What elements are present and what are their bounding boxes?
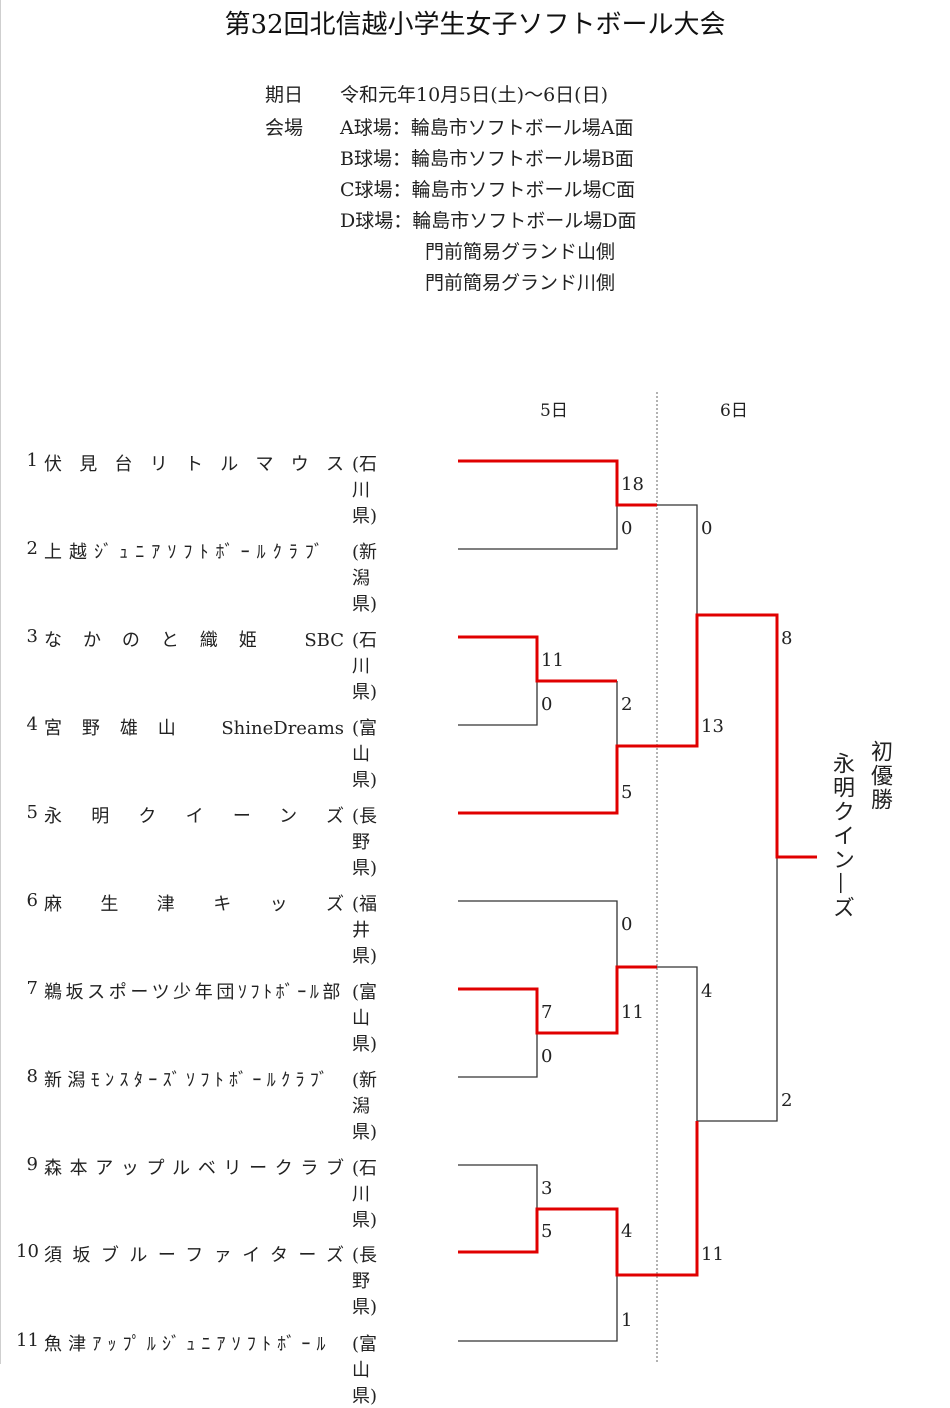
bracket-line <box>458 681 538 726</box>
page-border <box>0 0 1 1364</box>
team-prefecture: (富山県) <box>352 718 378 791</box>
venue-item: 門前簡易グランド川側 <box>425 272 616 294</box>
bracket-line-winner <box>458 459 657 507</box>
score-label: 2 <box>621 694 633 715</box>
tournament-bracket <box>458 392 817 1364</box>
team-number: 2 <box>26 538 38 559</box>
score-label: 11 <box>621 1002 644 1023</box>
score-label: 18 <box>621 474 644 495</box>
score-label: 4 <box>701 981 713 1002</box>
score-label: 8 <box>781 628 793 649</box>
page-title: 第32回北信越小学生女子ソフトボール大会 <box>224 10 726 40</box>
team-number: 11 <box>16 1330 39 1351</box>
team-prefecture: (富山県) <box>352 1334 378 1407</box>
team-prefecture: (石川県) <box>352 454 378 527</box>
score-label: 0 <box>541 1046 553 1067</box>
team-prefecture: (石川県) <box>352 1158 378 1231</box>
team-number: 3 <box>26 626 38 647</box>
venue-label: 会場 <box>265 117 304 139</box>
score-label: 4 <box>621 1221 633 1242</box>
team-name: 永明クイーンズ <box>44 806 344 827</box>
bracket-line <box>697 857 778 1122</box>
team-name: 麻生津キッズ <box>44 894 344 915</box>
score-label: 7 <box>541 1002 553 1023</box>
score-label: 2 <box>781 1090 793 1111</box>
team-name: 魚津ｱｯﾌﾟﾙｼﾞｭﾆｱｿﾌﾄﾎﾞｰﾙ <box>44 1334 332 1355</box>
team-name: 上越ｼﾞｭﾆｱｿﾌﾄﾎﾞｰﾙｸﾗﾌﾞ <box>44 542 330 563</box>
score-label: 11 <box>541 650 564 671</box>
team-prefecture: (福井県) <box>352 894 378 967</box>
score-label: 0 <box>541 694 553 715</box>
team-name: 鵜坂スポーツ少年団ｿﾌﾄﾎﾞｰﾙ部 <box>44 982 344 1003</box>
score-label: 0 <box>621 914 633 935</box>
score-label: 5 <box>541 1221 553 1242</box>
team-prefecture: (石川県) <box>352 630 378 703</box>
team-name: 須坂ブルーファイターズ <box>44 1245 344 1266</box>
bracket-line-winner <box>458 635 617 683</box>
team-number: 8 <box>26 1066 38 1087</box>
day2-header: 6日 <box>720 401 748 421</box>
score-label: 0 <box>701 518 713 539</box>
team-number: 4 <box>26 714 38 735</box>
team-prefecture: (富山県) <box>352 982 378 1055</box>
venue-item: A球場：輪島市ソフトボール場A面 <box>340 117 634 139</box>
bracket-line <box>657 504 698 615</box>
team-prefecture: (新潟県) <box>352 1070 378 1143</box>
bracket-line <box>458 1275 618 1342</box>
score-label: 0 <box>621 518 633 539</box>
champion-label: 初優勝 <box>867 740 892 812</box>
venue-item: D球場：輪島市ソフトボール場D面 <box>340 210 637 232</box>
day1-header: 5日 <box>540 401 568 421</box>
winning-lines <box>458 459 817 1277</box>
bracket-line-winner <box>458 965 657 1035</box>
team-number: 1 <box>26 450 38 471</box>
score-label: 11 <box>701 1244 724 1265</box>
bracket-line <box>458 1033 538 1078</box>
team-name: 宮野雄山 ShineDreams <box>44 718 344 739</box>
team-prefecture: (長野県) <box>352 806 378 879</box>
team-name: 新潟ﾓﾝｽﾀｰｽﾞｿﾌﾄﾎﾞｰﾙｸﾗﾌﾞ <box>44 1070 334 1091</box>
team-name: 伏見台リトルマウス <box>44 454 344 475</box>
score-label: 1 <box>621 1310 633 1331</box>
team-number: 5 <box>26 802 38 823</box>
champion-name: 永明クイン—ズ <box>829 752 854 920</box>
score-label: 5 <box>621 782 633 803</box>
score-label: 3 <box>541 1178 553 1199</box>
bracket-line <box>458 505 618 550</box>
team-name: なかのと織姫 SBC <box>44 630 344 651</box>
losing-lines <box>458 504 778 1342</box>
team-number: 10 <box>16 1241 39 1262</box>
venue-item: 門前簡易グランド山側 <box>425 241 616 263</box>
bracket-line <box>458 900 618 967</box>
bracket-line <box>458 1164 538 1252</box>
date-label: 期日 <box>265 84 304 106</box>
bracket-line-winner <box>458 1121 699 1277</box>
team-number: 6 <box>26 890 38 911</box>
bracket-line-winner <box>458 613 817 859</box>
team-prefecture: (新潟県) <box>352 542 378 615</box>
bracket-line <box>657 966 698 1121</box>
date-value: 令和元年10月5日(土)～6日(日) <box>340 84 609 106</box>
team-name: 森本アップルベリークラブ <box>44 1158 344 1179</box>
venue-item: C球場：輪島市ソフトボール場C面 <box>340 179 636 201</box>
venue-item: B球場：輪島市ソフトボール場B面 <box>340 148 634 170</box>
score-label: 13 <box>701 716 724 737</box>
team-prefecture: (長野県) <box>352 1245 378 1318</box>
team-number: 9 <box>26 1154 38 1175</box>
team-number: 7 <box>26 978 38 999</box>
